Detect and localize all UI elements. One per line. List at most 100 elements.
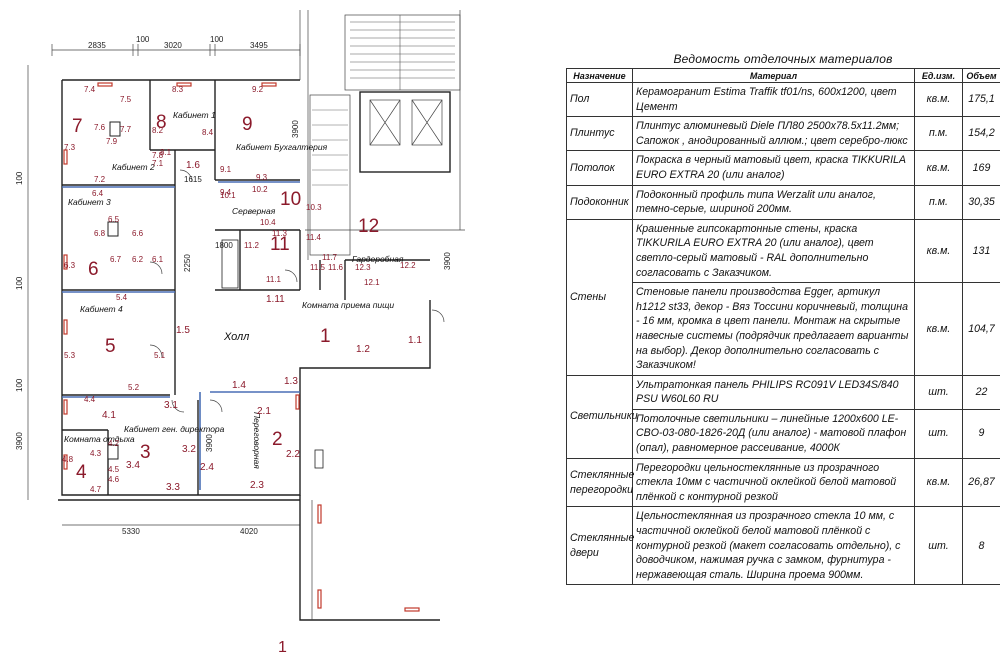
svg-text:11.7: 11.7 [322, 253, 338, 262]
svg-text:5.2: 5.2 [128, 383, 140, 392]
svg-text:4.8: 4.8 [62, 455, 74, 464]
svg-text:3.4: 3.4 [126, 460, 140, 471]
svg-text:7.3: 7.3 [64, 143, 76, 152]
table-row: Пол Керамогранит Estima Traffik tf01/ns,… [566, 81, 1000, 118]
svg-text:7.5: 7.5 [120, 95, 132, 104]
spec-title: Ведомость отделочных материалов [673, 52, 893, 66]
svg-text:3900: 3900 [443, 252, 452, 270]
svg-text:1.5: 1.5 [176, 325, 190, 336]
row-unit: кв.м. [914, 218, 963, 284]
row-unit: шт. [914, 374, 963, 410]
svg-text:3900: 3900 [291, 120, 300, 138]
svg-text:8.3: 8.3 [172, 85, 184, 94]
row-purpose: Потолок [566, 150, 633, 186]
svg-text:4.5: 4.5 [108, 465, 120, 474]
svg-text:2250: 2250 [183, 254, 192, 272]
bottom-dimension-line: 5330 4020 [62, 524, 300, 536]
svg-text:9.3: 9.3 [256, 173, 268, 182]
row-purpose: Пол [566, 81, 633, 118]
svg-text:7.1: 7.1 [152, 159, 164, 168]
svg-text:1.6: 1.6 [186, 160, 200, 171]
svg-text:1.3: 1.3 [284, 376, 298, 387]
row-unit: п.м. [914, 116, 963, 152]
row-unit: кв.м. [914, 457, 963, 508]
row-purpose: Подоконник [566, 184, 633, 220]
room-3-name: Кабинет ген. директора [124, 424, 225, 434]
table-row: Подоконник Подоконный профиль типа Werza… [566, 184, 1000, 220]
svg-text:2.1: 2.1 [257, 406, 271, 417]
svg-text:5.1: 5.1 [154, 351, 166, 360]
dim-top-3: 3020 [164, 41, 182, 50]
row-material: Перегородки цельностеклянные из прозрачн… [632, 457, 915, 508]
row-volume: 9 [962, 408, 1000, 459]
svg-text:1.4: 1.4 [232, 380, 246, 391]
row-material: Потолочные светильники – линейные 1200x6… [632, 408, 915, 459]
svg-text:11.5: 11.5 [310, 263, 326, 272]
row-purpose: Плинтус [566, 116, 633, 152]
room-5-number: 5 [105, 336, 116, 357]
row-unit: кв.м. [914, 282, 963, 376]
svg-text:6.1: 6.1 [152, 255, 164, 264]
row-material: Ультратонкая панель PHILIPS RC091V LED34… [632, 374, 915, 410]
room-9-name: Кабинет Бухгалтерия [236, 142, 328, 152]
svg-text:4.3: 4.3 [90, 449, 102, 458]
dim-bottom-1: 5330 [122, 527, 140, 536]
room-5-name: Кабинет 4 [80, 304, 123, 314]
svg-text:11.3: 11.3 [272, 229, 288, 238]
table-row: Стеклянные перегородки Перегородки цельн… [566, 457, 1000, 508]
svg-text:4.4: 4.4 [84, 395, 96, 404]
svg-text:1800: 1800 [215, 241, 233, 250]
col-header-unit: Ед.изм. [914, 68, 963, 83]
right-dims: 3900 3900 2250 1800 1615 3900 [183, 120, 452, 452]
svg-text:8.2: 8.2 [152, 126, 164, 135]
row-volume: 154,2 [962, 116, 1000, 152]
svg-text:9.1: 9.1 [220, 165, 232, 174]
room-4-name: Комната отдыха [64, 434, 135, 444]
col-header-purpose: Назначение [566, 68, 633, 83]
row-volume: 8 [962, 506, 1000, 586]
dim-top-2: 100 [136, 35, 150, 44]
room-9-number: 9 [242, 114, 253, 135]
svg-text:6.3: 6.3 [64, 261, 76, 270]
svg-text:12.1: 12.1 [364, 278, 380, 287]
svg-text:9.2: 9.2 [252, 85, 264, 94]
svg-text:2.2: 2.2 [286, 449, 300, 460]
svg-text:7.7: 7.7 [120, 125, 132, 134]
svg-text:6.2: 6.2 [132, 255, 144, 264]
room-11-number: 11 [270, 234, 290, 255]
row-material: Плинтус алюминевый Diele ПЛ80 2500x78.5x… [632, 116, 915, 152]
svg-text:9.4: 9.4 [220, 188, 232, 197]
dim-left-2: 100 [15, 276, 24, 290]
outer-walls [58, 10, 440, 621]
spec-header-row: Назначение Материал Ед.изм. Объем [566, 68, 1000, 83]
dim-top-4: 100 [210, 35, 224, 44]
table-row: Стены Крашенные гипсокартонные стены, кр… [566, 218, 1000, 376]
table-row: Плинтус Плинтус алюминевый Diele ПЛ80 25… [566, 116, 1000, 152]
svg-text:6.5: 6.5 [108, 215, 120, 224]
svg-text:12.3: 12.3 [355, 263, 371, 272]
table-row: Потолочные светильники – линейные 1200x6… [567, 408, 1000, 459]
svg-text:1.11: 1.11 [266, 294, 285, 305]
svg-text:3.2: 3.2 [182, 444, 196, 455]
row-volume: 22 [962, 374, 1000, 410]
wall-panel-marks [63, 82, 420, 612]
svg-text:10.4: 10.4 [260, 218, 276, 227]
floor-plan: 2835 100 3020 100 3495 100 100 100 3900 … [15, 10, 465, 654]
row-material: Крашенные гипсокартонные стены, краска T… [632, 218, 915, 284]
svg-text:2.4: 2.4 [200, 462, 214, 473]
svg-text:5.4: 5.4 [116, 293, 128, 302]
hall-label: Холл [223, 331, 249, 343]
row-purpose: Стены [566, 218, 633, 376]
dim-top-5: 3495 [250, 41, 268, 50]
svg-text:3900: 3900 [205, 434, 214, 452]
svg-text:7.4: 7.4 [84, 85, 96, 94]
dim-top-1: 2835 [88, 41, 106, 50]
spec-table: Назначение Материал Ед.изм. Объем Пол Ке… [566, 68, 1000, 586]
furniture [107, 121, 324, 469]
row-volume: 104,7 [962, 282, 1000, 376]
svg-text:4.7: 4.7 [90, 485, 102, 494]
finishing-materials-spec: Ведомость отделочных материалов Назначен… [566, 52, 1000, 586]
mark-codes: 7.4 7.5 7.6 7.7 7.9 7.3 7.2 7.1 7.8 8.1 … [62, 85, 422, 494]
svg-text:10.3: 10.3 [306, 203, 322, 212]
top-dimension-line: 2835 100 3020 100 3495 [51, 35, 301, 56]
